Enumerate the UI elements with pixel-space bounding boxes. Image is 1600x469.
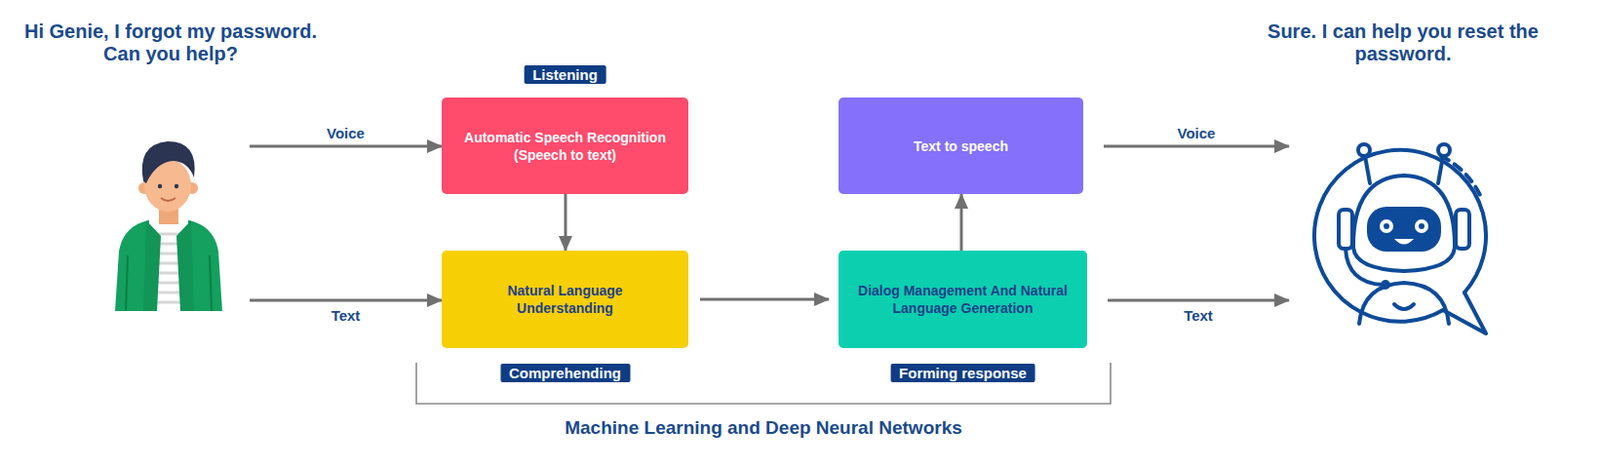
flow-arrow [1103, 145, 1289, 149]
flow-arrow [564, 194, 568, 251]
flow-arrow [1107, 299, 1289, 303]
edge-label: Text [329, 307, 363, 324]
headset-pad [1455, 209, 1470, 249]
robot-eye [1379, 219, 1394, 234]
jacket-sleeve-line [125, 255, 212, 312]
robot-smile [1394, 238, 1414, 245]
box-label: Text to speech [913, 137, 1009, 156]
box-label: Natural Language Understanding [487, 281, 644, 317]
antenna-tip [1358, 144, 1370, 157]
flow-arrow [249, 299, 442, 303]
robot-collar [1394, 304, 1414, 310]
group-bracket [416, 362, 1111, 404]
bubble-tail [1443, 292, 1486, 334]
robot-visor [1366, 206, 1442, 252]
person-eye [157, 184, 162, 189]
group-label: Machine Learning and Deep Neural Network… [564, 417, 963, 439]
antenna-tip [1438, 144, 1450, 157]
flow-arrow [700, 298, 829, 302]
speech-text: Hi Genie, I forgot my password. Can you … [14, 20, 327, 66]
stage-tag: Forming response [890, 363, 1036, 383]
person-jacket [115, 220, 223, 312]
jacket-lapel [176, 220, 195, 312]
edge-label: Voice [324, 124, 367, 142]
person-node: Hi Genie, I forgot my password. Can you … [97, 136, 244, 322]
dashed-arc [1441, 156, 1481, 196]
person-smile [160, 197, 176, 201]
edge-label: Text [1181, 307, 1215, 324]
person-figure [115, 141, 223, 312]
process-box: Natural Language UnderstandingComprehend… [441, 250, 689, 349]
robot-eye [1414, 219, 1429, 234]
process-box: Dialog Management And Natural Language G… [838, 250, 1088, 349]
robot-pupil [1383, 223, 1390, 230]
headset-pad [1338, 209, 1353, 249]
robot-shoulders [1359, 282, 1449, 324]
process-box: Text to speech [838, 97, 1084, 195]
flow-arrow [960, 194, 964, 251]
box-label: Automatic Speech Recognition (Speech to … [453, 128, 678, 164]
flow-arrow [249, 145, 442, 149]
speech-text: Sure. I can help you reset the password. [1247, 20, 1560, 66]
robot-figure [1314, 144, 1486, 334]
edge-label: Voice [1175, 124, 1218, 142]
person-eye [174, 184, 179, 189]
stage-tag: Listening [523, 65, 607, 84]
process-box: ListeningAutomatic Speech Recognition (S… [441, 97, 689, 195]
person-hair [142, 141, 196, 184]
robot-circle [1314, 150, 1486, 322]
jacket-lapel [143, 220, 161, 312]
stage-tag: Comprehending [500, 363, 630, 383]
robot-node: Sure. I can help you reset the password. [1296, 131, 1510, 342]
robot-antenna [1365, 156, 1444, 184]
robot-head [1353, 175, 1455, 272]
box-label: Dialog Management And Natural Language G… [848, 281, 1078, 317]
headset-mic [1345, 248, 1383, 285]
robot-pupil [1418, 223, 1425, 230]
